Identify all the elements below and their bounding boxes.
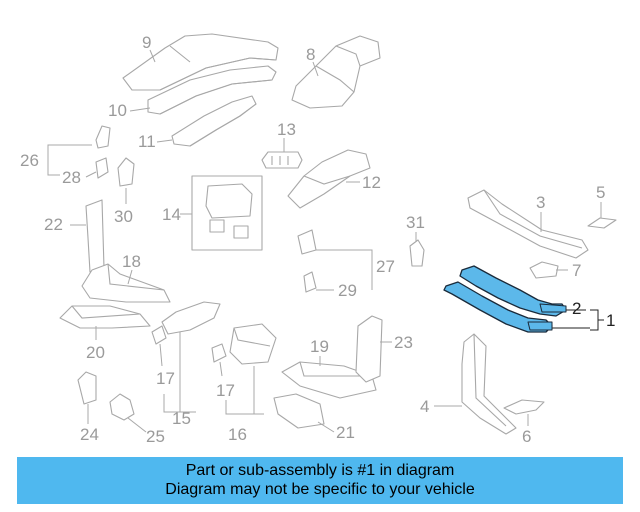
part-21-duct[interactable]	[273, 393, 325, 429]
part-10-duct[interactable]	[147, 65, 277, 115]
part-30-bracket[interactable]	[117, 157, 135, 187]
leader-26	[47, 144, 92, 176]
callout-24[interactable]: 24	[80, 425, 99, 444]
part-17-clip-left[interactable]	[151, 325, 167, 345]
part-25-elbow[interactable]	[109, 393, 135, 421]
part-13-grille[interactable]	[261, 151, 303, 169]
part-17-clip-right[interactable]	[211, 343, 227, 363]
part-18-duct[interactable]	[81, 263, 171, 303]
part-6-bracket[interactable]	[503, 399, 545, 415]
callout-21[interactable]: 21	[336, 423, 355, 442]
info-banner: Part or sub-assembly is #1 in diagram Di…	[17, 457, 623, 504]
banner-line-1: Part or sub-assembly is #1 in diagram	[185, 462, 455, 479]
leader-25	[127, 417, 147, 433]
callout-20[interactable]: 20	[86, 343, 105, 362]
callout-13[interactable]: 13	[277, 120, 296, 139]
callout-17-left[interactable]: 17	[156, 369, 175, 388]
part-11-duct[interactable]	[171, 95, 257, 147]
part-15-duct[interactable]	[161, 301, 221, 335]
callout-16[interactable]: 16	[228, 425, 247, 444]
callout-27[interactable]: 27	[376, 257, 395, 276]
callout-14[interactable]: 14	[162, 205, 181, 224]
part-7-clip[interactable]	[529, 261, 559, 279]
leader-11	[156, 139, 173, 143]
callout-18[interactable]: 18	[122, 252, 141, 271]
part-20-duct[interactable]	[59, 305, 151, 329]
part-14-module[interactable]	[205, 183, 253, 239]
callout-1[interactable]: 1	[606, 311, 615, 330]
callout-11[interactable]: 11	[138, 132, 156, 151]
part-3-duct[interactable]	[467, 189, 589, 259]
leader-16	[225, 366, 264, 415]
part-22-trim[interactable]	[85, 199, 105, 273]
part-1-duct-highlighted[interactable]	[443, 281, 553, 333]
callout-12[interactable]: 12	[362, 173, 381, 192]
callout-31[interactable]: 31	[406, 213, 425, 232]
callout-10[interactable]: 10	[108, 101, 127, 120]
callout-17-right[interactable]: 17	[216, 381, 235, 400]
part-16-duct[interactable]	[229, 323, 277, 365]
callout-23[interactable]: 23	[394, 333, 413, 352]
leader-17-right	[219, 361, 223, 377]
part-27-bracket[interactable]	[297, 229, 317, 255]
callout-2[interactable]: 2	[572, 299, 581, 318]
parts-diagram: 9 10 11 8 13 12 26 28	[20, 33, 617, 446]
callout-3[interactable]: 3	[536, 193, 545, 212]
part-8-duct[interactable]	[291, 35, 381, 109]
callout-30[interactable]: 30	[114, 207, 133, 226]
callout-7[interactable]: 7	[572, 261, 581, 280]
part-19-duct[interactable]	[281, 361, 377, 399]
part-24-bracket[interactable]	[77, 371, 97, 405]
callout-22[interactable]: 22	[44, 215, 63, 234]
part-5-bracket[interactable]	[587, 217, 617, 229]
leader-9	[149, 49, 156, 63]
callout-26[interactable]: 26	[20, 151, 39, 170]
leader-8	[312, 61, 319, 77]
leader-21	[317, 421, 335, 433]
leader-1-2	[552, 309, 604, 331]
callout-4[interactable]: 4	[420, 397, 429, 416]
part-12-duct[interactable]	[287, 149, 371, 209]
part-4-duct[interactable]	[461, 333, 517, 435]
leader-27	[316, 249, 373, 290]
callout-9[interactable]: 9	[142, 33, 151, 52]
part-31-bracket[interactable]	[409, 239, 425, 267]
callout-28[interactable]: 28	[62, 168, 81, 187]
callout-6[interactable]: 6	[522, 427, 531, 446]
leader-28	[85, 171, 97, 178]
leader-15	[163, 332, 196, 413]
leader-18	[127, 269, 133, 285]
callout-29[interactable]: 29	[338, 281, 357, 300]
leader-10	[129, 107, 151, 112]
part-23-trim[interactable]	[355, 315, 383, 383]
part-26-clip[interactable]	[95, 125, 111, 149]
part-29-clip[interactable]	[303, 271, 317, 293]
part-28-clip[interactable]	[95, 157, 109, 179]
leader-17-left	[159, 343, 163, 367]
part-9-duct[interactable]	[122, 33, 279, 91]
banner-line-2: Diagram may not be specific to your vehi…	[165, 481, 475, 498]
callout-15[interactable]: 15	[172, 409, 191, 428]
callout-5[interactable]: 5	[596, 183, 605, 202]
callout-25[interactable]: 25	[146, 427, 165, 446]
callout-8[interactable]: 8	[306, 45, 315, 64]
callout-19[interactable]: 19	[310, 337, 329, 356]
